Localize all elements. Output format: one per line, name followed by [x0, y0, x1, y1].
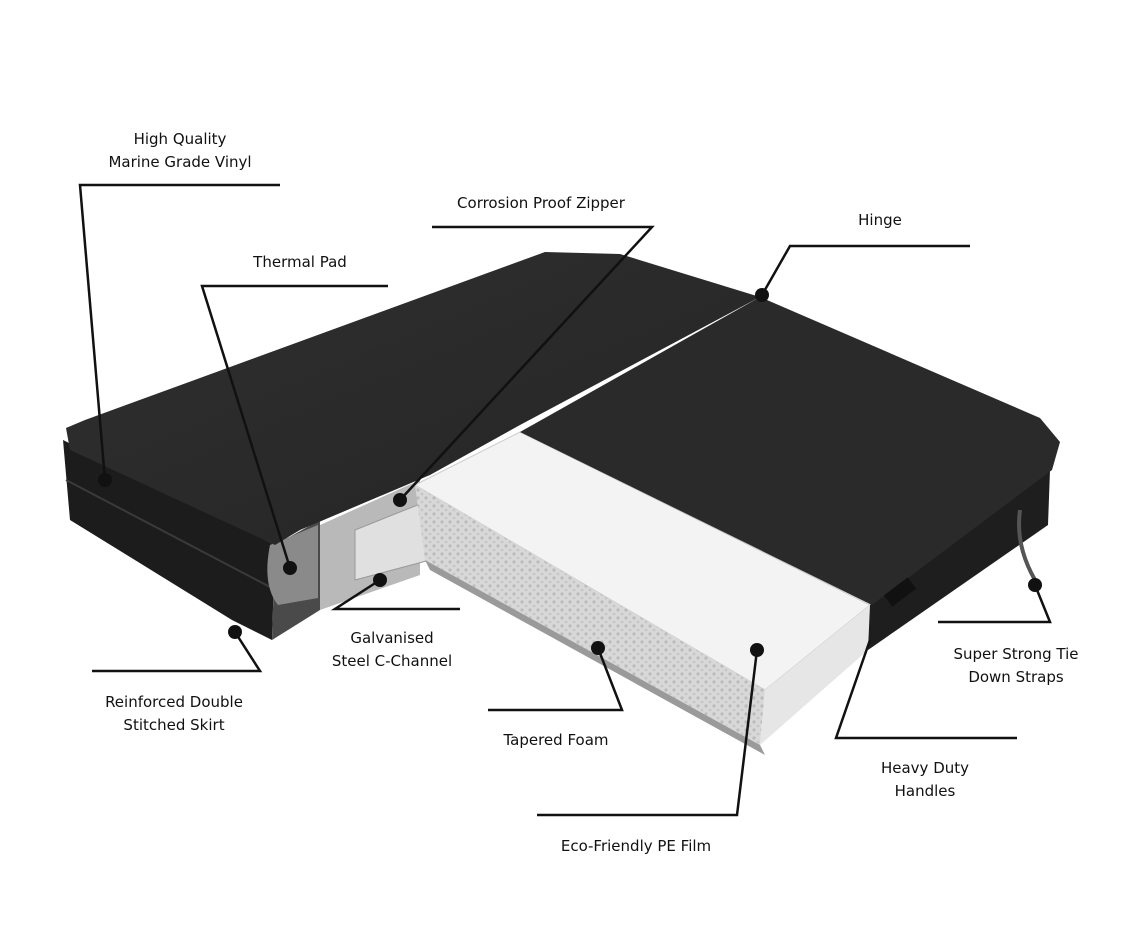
label-line: Down Straps: [968, 668, 1064, 686]
right-cover-half: [520, 297, 1060, 650]
label-line: Marine Grade Vinyl: [108, 153, 252, 171]
label-marine-vinyl: High Quality Marine Grade Vinyl: [108, 128, 251, 174]
leader-lines: [78, 183, 1052, 817]
left-cover-half: [63, 252, 760, 640]
label-c-channel: Galvanised Steel C-Channel: [332, 627, 452, 673]
label-line: Handles: [894, 782, 956, 800]
label-line: Super Strong Tie: [953, 645, 1079, 663]
label-straps: Super Strong Tie Down Straps: [953, 643, 1078, 689]
label-skirt: Reinforced Double Stitched Skirt: [105, 691, 243, 737]
label-line: Stitched Skirt: [123, 716, 225, 734]
label-foam: Tapered Foam: [503, 731, 609, 749]
label-hinge: Hinge: [858, 211, 902, 229]
label-zipper: Corrosion Proof Zipper: [457, 194, 625, 212]
label-line: Heavy Duty: [880, 759, 970, 777]
label-line: Reinforced Double: [105, 693, 243, 711]
label-line: Steel C-Channel: [331, 652, 453, 670]
label-line: High Quality: [133, 130, 227, 148]
tapered-foam: [413, 431, 871, 755]
label-handles: Heavy Duty Handles: [881, 757, 969, 803]
label-thermal-pad: Thermal Pad: [253, 253, 347, 271]
c-channel: [320, 480, 431, 610]
callout-dots: [98, 288, 1042, 657]
label-pe-film: Eco-Friendly PE Film: [560, 837, 712, 855]
label-line: Galvanised: [350, 629, 434, 647]
